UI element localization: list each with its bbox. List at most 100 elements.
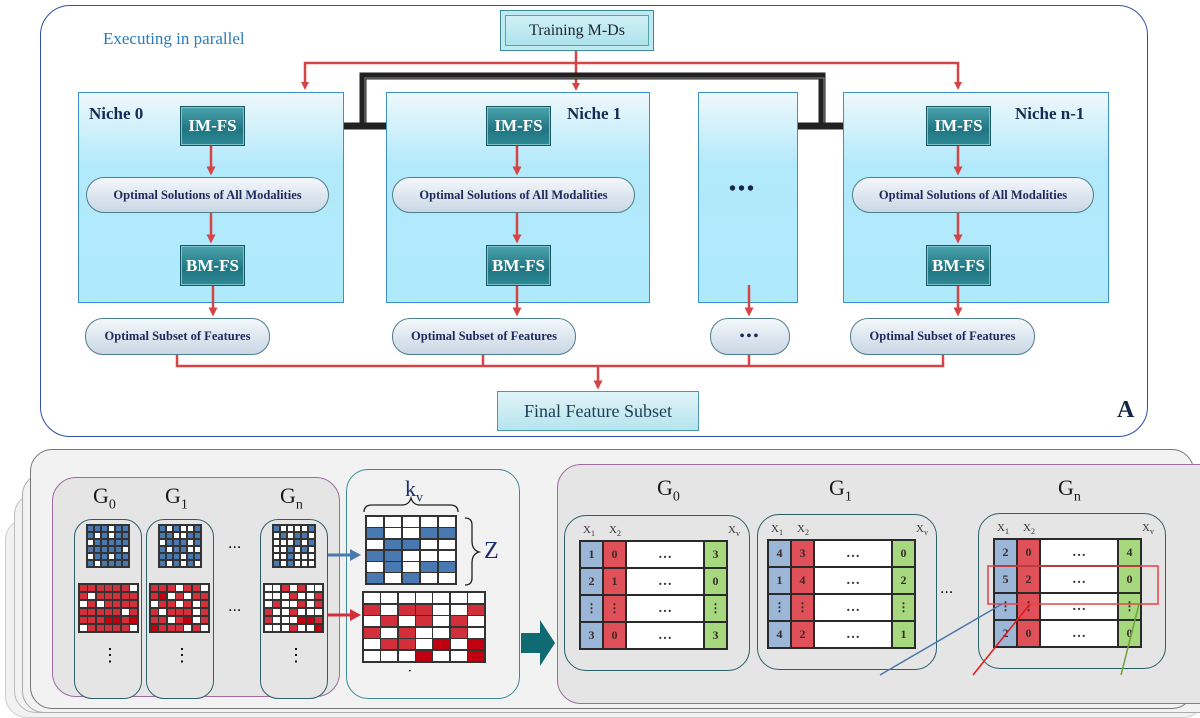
grid-cell — [364, 604, 380, 615]
column-header: Xv — [1142, 522, 1154, 537]
grid-cell — [159, 616, 167, 624]
g-sub: n — [295, 497, 303, 513]
grid-cell — [306, 608, 314, 616]
g-text: G — [1058, 475, 1074, 500]
grid-cell — [281, 608, 289, 616]
grid-cell — [160, 526, 166, 532]
grid-cell — [450, 604, 467, 615]
grid-cell — [159, 585, 167, 592]
grid-cell — [384, 550, 402, 561]
grid-cell — [122, 560, 128, 566]
grid-cell — [151, 608, 158, 616]
grid-cell — [273, 592, 281, 600]
grid-cell — [364, 627, 380, 638]
grid-cell — [398, 616, 415, 627]
table-cell: ⋮ — [703, 594, 728, 623]
vdots: · — [408, 664, 412, 678]
grid-cell — [184, 592, 192, 600]
grid-cell — [121, 600, 129, 608]
grid-cell — [94, 539, 101, 546]
grid-cell — [173, 532, 180, 539]
grid-cell — [273, 624, 281, 631]
grid-cell — [187, 553, 194, 560]
grid-cell — [294, 539, 301, 546]
grid-cell — [306, 600, 314, 608]
grid-cell — [201, 592, 208, 600]
grid-cell — [381, 604, 398, 615]
grid-cell — [176, 592, 183, 600]
blue-link-line — [879, 603, 1003, 676]
grid-cell — [450, 650, 467, 661]
grid-cell — [265, 608, 272, 616]
grid-cell — [433, 627, 450, 638]
grid-cell — [108, 560, 115, 566]
grid-cell — [194, 546, 200, 553]
grid-cell — [121, 624, 129, 631]
grid-cell — [180, 532, 187, 539]
grid-cell — [381, 627, 398, 638]
grid-cell — [176, 608, 183, 616]
grid-cell — [381, 616, 398, 627]
grid-cell — [130, 616, 137, 624]
grid-cell — [450, 616, 467, 627]
highlighted-row-box — [987, 565, 1159, 605]
arrow-training-niche0 — [301, 61, 576, 90]
grid-cell — [384, 562, 402, 572]
grid-cell — [367, 562, 384, 572]
grid-cell — [94, 532, 101, 539]
grid-cell — [167, 600, 175, 608]
grid-cell — [433, 650, 450, 661]
grid-cell — [173, 526, 180, 532]
table-cell: 1 — [767, 566, 792, 595]
grid-cell — [438, 528, 455, 538]
grid-cell — [176, 600, 183, 608]
grid-cell — [160, 532, 166, 539]
grid-cell — [294, 532, 301, 539]
grid-cell — [80, 608, 87, 616]
grid-cell — [287, 560, 294, 566]
grid-cell — [402, 562, 420, 572]
grid-cell — [420, 562, 438, 572]
grid-cell — [88, 553, 94, 560]
table-label-g0: G0 — [657, 475, 680, 505]
grid-cell — [201, 616, 208, 624]
table-cell: ⋮ — [767, 593, 792, 622]
grid-cell — [96, 600, 104, 608]
highlight-overlay — [879, 565, 1159, 676]
grid-cell — [298, 616, 306, 624]
table-cell: … — [813, 539, 893, 568]
grid-cell — [287, 532, 294, 539]
grid-cell — [301, 532, 308, 539]
grid-cell — [101, 560, 108, 566]
grid-cell — [115, 553, 122, 560]
grid-cell — [438, 550, 455, 561]
grid-cell — [159, 608, 167, 616]
grid-cell — [88, 560, 94, 566]
grid-cell — [108, 532, 115, 539]
grid-cell — [281, 624, 289, 631]
panel-a-frame — [40, 5, 1148, 437]
grid-cell — [273, 608, 281, 616]
grid-cell — [301, 546, 308, 553]
grid-cell — [294, 546, 301, 553]
grid-cell — [173, 560, 180, 566]
grid-cell — [450, 639, 467, 650]
grid-cell — [274, 553, 280, 560]
grid-cell — [290, 592, 297, 600]
table-cell: 4 — [767, 539, 792, 568]
table-label-gn: Gn — [1058, 475, 1081, 505]
grid-cell — [402, 539, 420, 550]
grid-cell — [115, 539, 122, 546]
g-sub: 1 — [844, 489, 852, 505]
vdots: ⋮ — [173, 645, 191, 666]
grid-cell — [108, 553, 115, 560]
grid-cell — [96, 585, 104, 592]
column-header: X2 — [609, 524, 621, 539]
communication-bus — [359, 72, 826, 125]
table-cell: … — [625, 594, 705, 623]
grid-cell — [108, 526, 115, 532]
grid-cell — [113, 592, 121, 600]
grid-cell — [88, 616, 96, 624]
grid-cell — [315, 616, 322, 624]
grid-cell — [88, 600, 96, 608]
